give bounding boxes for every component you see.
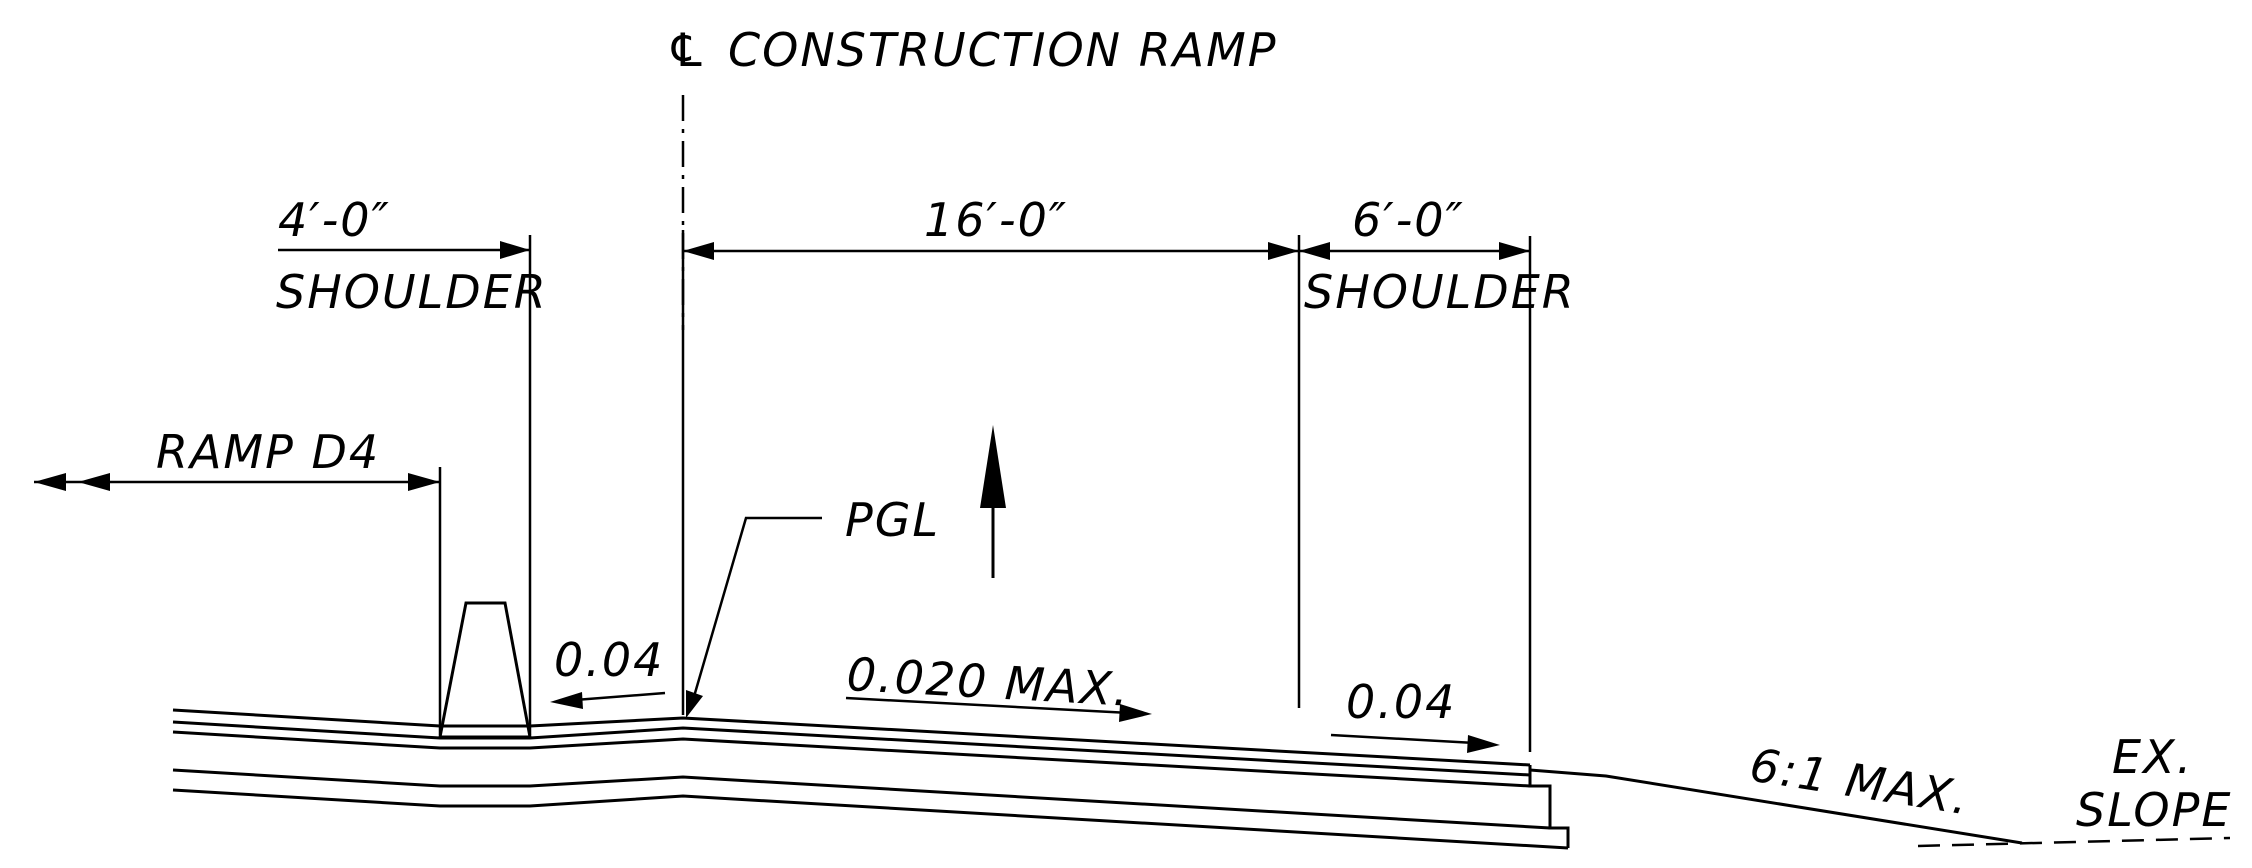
ramp-d4-label: RAMP D4 — [156, 425, 380, 479]
pavement-surface — [172, 708, 1531, 767]
pgl-label: PGL — [845, 493, 940, 547]
left-shoulder-dimension: 4′-0″ SHOULDER — [276, 193, 548, 319]
pavement-layer-1 — [172, 720, 1531, 777]
lane-width-dimension: 16′-0″ — [683, 193, 1299, 260]
side-slope-annotation: 6:1 MAX. — [1746, 738, 1974, 826]
left-slope-text: 0.04 — [554, 633, 664, 687]
right-shoulder-width-text: 6′-0″ — [1352, 193, 1465, 247]
pgl-callout: PGL — [686, 493, 940, 718]
concrete-barrier — [438, 601, 532, 739]
base-layer-bottom — [172, 788, 1569, 850]
lane-slope-arrow-line — [845, 696, 1131, 715]
direction-of-travel-arrow — [980, 425, 1006, 578]
existing-slope-line1: EX. — [2112, 730, 2193, 784]
pavement-layer-2 — [172, 730, 1531, 788]
centerline-symbol: ℄ — [666, 23, 709, 77]
centerline-title-text: CONSTRUCTION RAMP — [728, 23, 1278, 77]
lane-slope-arrowhead — [1119, 704, 1152, 722]
ramp-d4-dimension: RAMP D4 — [34, 425, 440, 491]
side-slope-text: 6:1 MAX. — [1746, 738, 1974, 826]
pavement-edge-steps — [1528, 765, 1570, 848]
existing-slope-line2: SLOPE — [2076, 783, 2232, 837]
existing-ground-line — [1917, 836, 2231, 848]
base-layer-top — [172, 768, 1551, 830]
left-shoulder-label: SHOULDER — [276, 265, 548, 319]
right-shoulder-slope: 0.04 — [1330, 675, 1500, 753]
lane-width-text: 16′-0″ — [924, 193, 1068, 247]
right-shoulder-label: SHOULDER — [1304, 265, 1576, 319]
right-slope-text: 0.04 — [1346, 675, 1456, 729]
centerline-title: ℄ CONSTRUCTION RAMP — [666, 23, 1278, 77]
side-slope-line — [1529, 768, 2023, 845]
right-shoulder-dimension: 6′-0″ SHOULDER — [1299, 193, 1576, 319]
left-shoulder-width-text: 4′-0″ — [278, 193, 391, 247]
left-shoulder-slope: 0.04 — [550, 633, 666, 709]
existing-slope-annotation: EX. SLOPE — [2076, 730, 2232, 837]
